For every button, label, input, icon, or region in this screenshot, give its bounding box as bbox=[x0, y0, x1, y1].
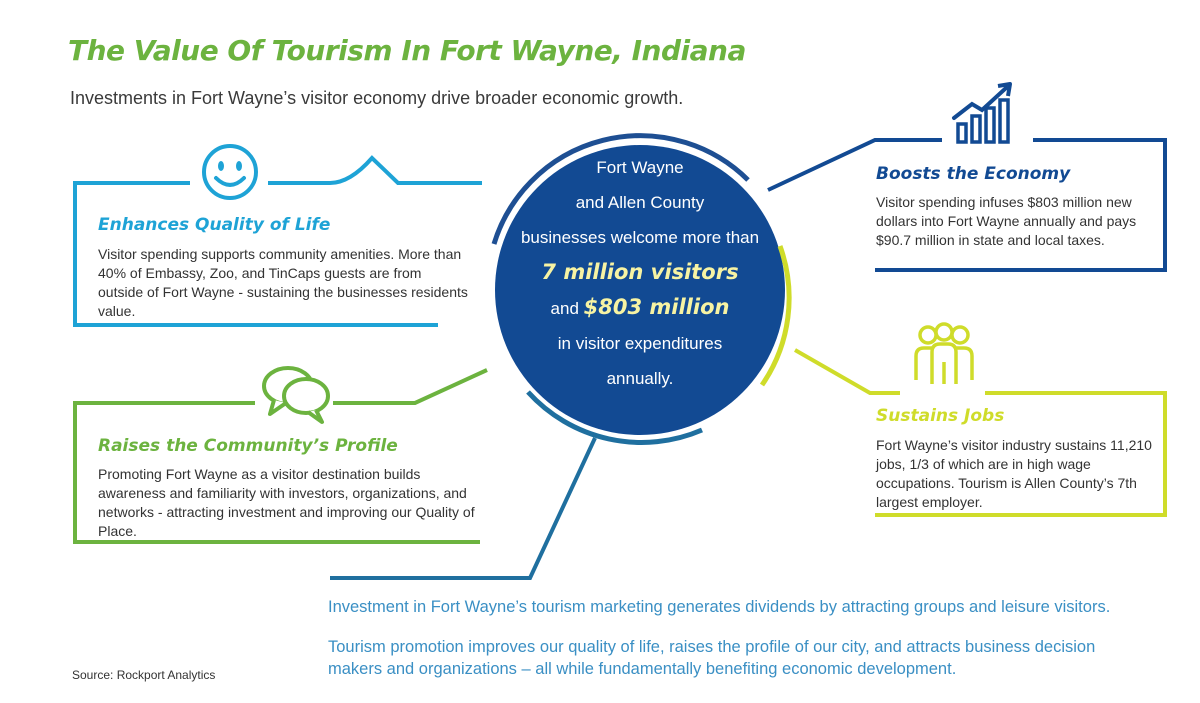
center-and: and bbox=[550, 299, 579, 318]
jobs-connector bbox=[794, 348, 900, 395]
center-line-2: and Allen County bbox=[575, 193, 705, 212]
quality-box-frame bbox=[73, 181, 438, 327]
profile-box-frame bbox=[73, 401, 480, 544]
quality-connector bbox=[268, 155, 482, 185]
profile-connector bbox=[333, 368, 488, 405]
jobs-title: Sustains Jobs bbox=[876, 406, 1005, 426]
ring-arc-teal bbox=[526, 390, 703, 445]
center-circle bbox=[495, 145, 785, 435]
ring-arc-navy bbox=[491, 133, 750, 245]
center-line-4: and $803 million bbox=[505, 290, 775, 326]
center-line-1: Fort Wayne bbox=[596, 158, 684, 177]
speech-bubbles-icon bbox=[262, 366, 330, 424]
visitors-highlight: 7 million visitors bbox=[541, 260, 739, 284]
profile-text: Promoting Fort Wayne as a visitor destin… bbox=[98, 466, 475, 539]
profile-title: Raises the Community’s Profile bbox=[98, 436, 398, 456]
economy-connector bbox=[767, 138, 942, 192]
bottom-paragraph-2: Tourism promotion improves our quality o… bbox=[328, 638, 1096, 678]
economy-text: Visitor spending infuses $803 million ne… bbox=[876, 194, 1137, 248]
smiley-face-icon bbox=[202, 144, 258, 200]
bottom-connector bbox=[330, 437, 597, 580]
jobs-text: Fort Wayne’s visitor industry sustains 1… bbox=[876, 437, 1152, 510]
economy-box-frame bbox=[875, 138, 1167, 272]
ring-arc-yellow bbox=[759, 245, 792, 387]
bottom-paragraph-1: Investment in Fort Wayne’s tourism marke… bbox=[328, 598, 1111, 616]
jobs-box-frame bbox=[875, 391, 1167, 517]
center-line-3: businesses welcome more than bbox=[520, 228, 760, 247]
people-group-icon bbox=[914, 322, 974, 384]
growth-chart-icon bbox=[952, 82, 1012, 144]
quality-text: Visitor spending supports community amen… bbox=[98, 246, 468, 319]
center-line-5: in visitor expenditures bbox=[557, 334, 723, 353]
economy-title: Boosts the Economy bbox=[876, 164, 1071, 184]
center-statement: Fort Wayne and Allen County businesses w… bbox=[505, 150, 775, 396]
page-title: The Value Of Tourism In Fort Wayne, Indi… bbox=[68, 34, 746, 67]
quality-title: Enhances Quality of Life bbox=[98, 215, 331, 235]
expenditure-highlight: $803 million bbox=[583, 295, 730, 319]
page-subtitle: Investments in Fort Wayne’s visitor econ… bbox=[70, 88, 684, 108]
source-note: Source: Rockport Analytics bbox=[72, 668, 216, 682]
center-line-6: annually. bbox=[606, 369, 674, 388]
